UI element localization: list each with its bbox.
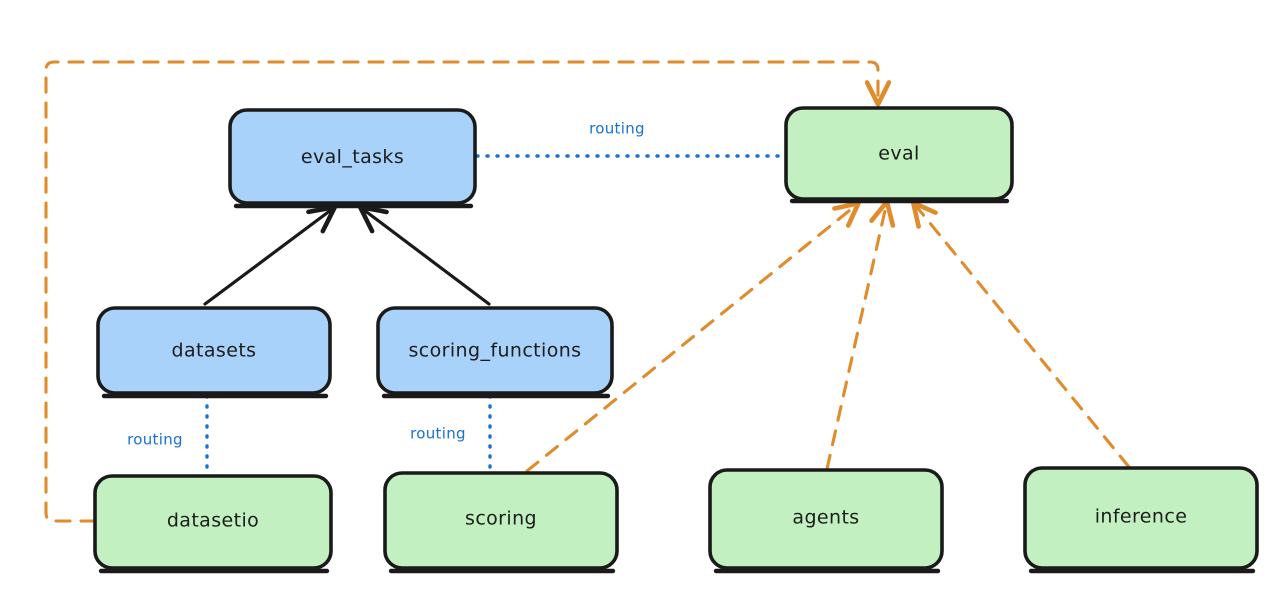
node-label-eval-tasks: eval_tasks (301, 146, 404, 168)
node-datasets[interactable]: datasets (96, 306, 332, 399)
node-label-scoring: scoring (465, 508, 537, 530)
node-scoring-functions[interactable]: scoring_functions (376, 306, 614, 399)
node-scoring[interactable]: scoring (383, 471, 619, 574)
node-eval[interactable]: eval (784, 106, 1014, 204)
node-label-datasetio: datasetio (167, 510, 259, 532)
node-datasetio[interactable]: datasetio (93, 474, 333, 574)
edge-datasets-eval-tasks (203, 204, 338, 306)
edge-label-routing-eval-tasks: routing (589, 120, 645, 138)
node-eval-tasks[interactable]: eval_tasks (228, 108, 477, 209)
edge-inference-eval (916, 206, 1131, 469)
edge-scoring-functions-eval-tasks (357, 204, 491, 306)
edge-scoring-eval (525, 206, 855, 473)
node-label-agents: agents (792, 507, 859, 529)
edge-label-routing-datasets: routing (127, 431, 183, 449)
edge-agents-eval (825, 206, 886, 471)
node-label-inference: inference (1095, 506, 1188, 528)
node-inference[interactable]: inference (1023, 466, 1259, 574)
node-agents[interactable]: agents (708, 468, 944, 574)
node-label-datasets: datasets (172, 340, 257, 362)
node-label-scoring-functions: scoring_functions (409, 340, 582, 362)
edge-label-routing-scoring-functions: routing (410, 425, 466, 443)
edge-datasetio-eval (44, 60, 878, 523)
node-label-eval: eval (878, 143, 919, 165)
